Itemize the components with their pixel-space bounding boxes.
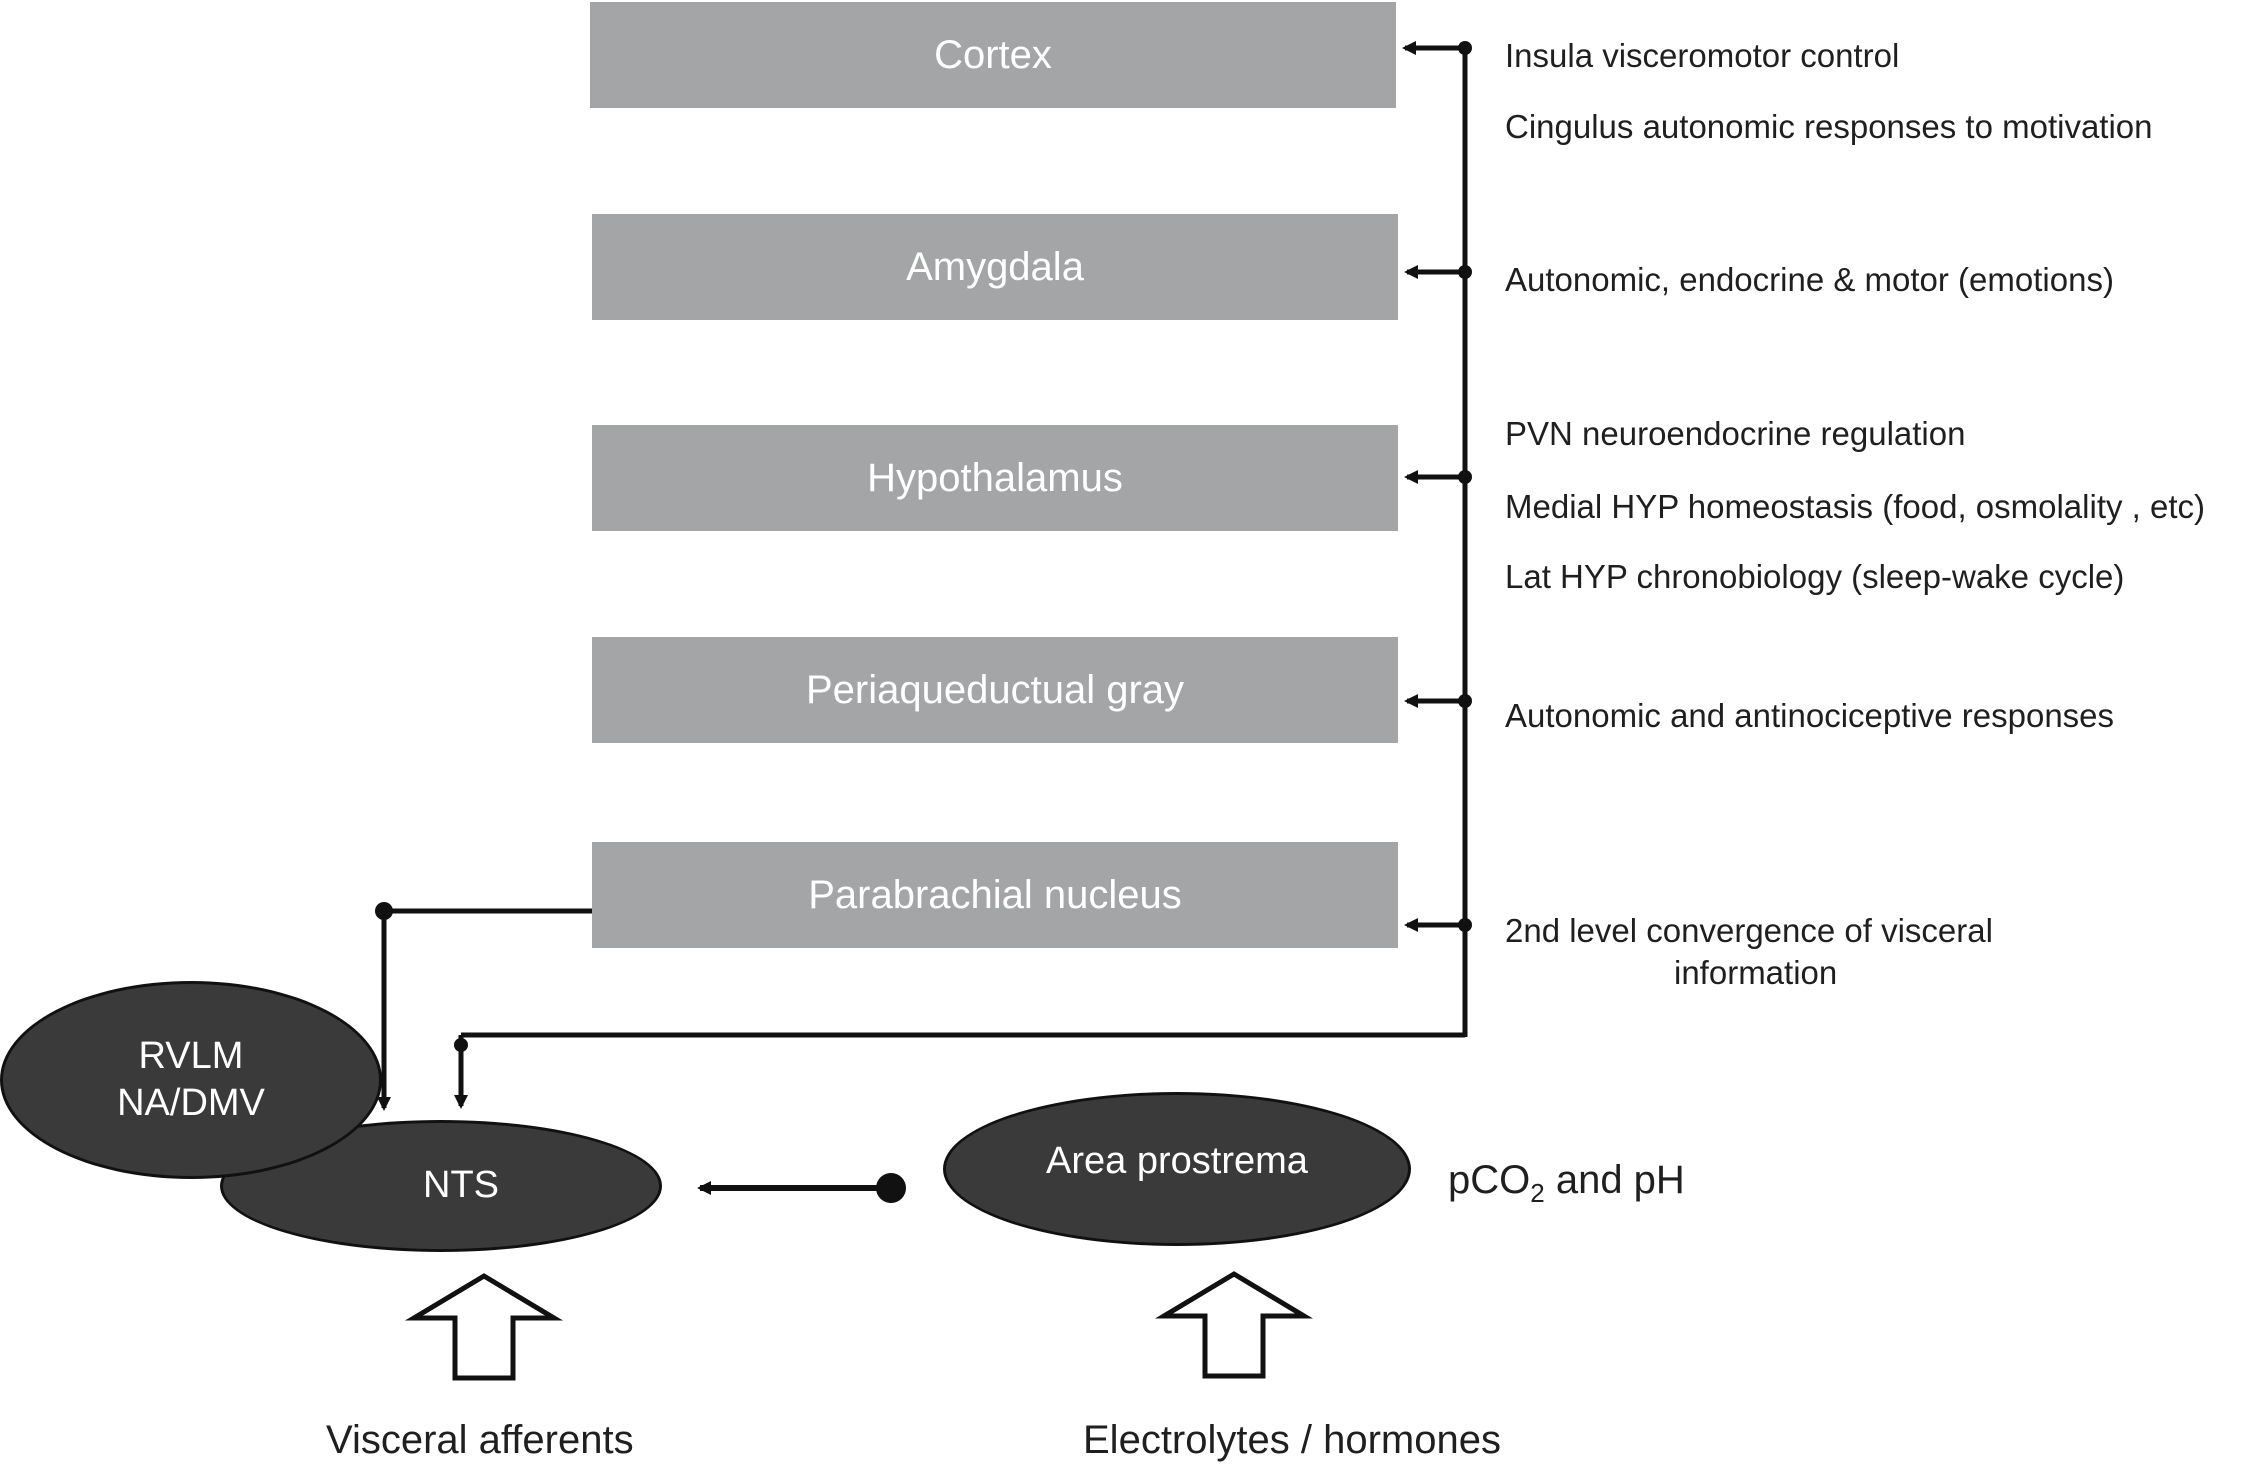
- note-pb-line2: information: [1674, 954, 1838, 991]
- visceral-afferents-caption: Visceral afferents: [326, 1418, 634, 1462]
- note-pb-line1: 2nd level convergence of visceral: [1505, 912, 1993, 949]
- pco2-subscript: 2: [1530, 1178, 1545, 1208]
- periaqueductal-gray-box: Periaqueductual gray: [592, 637, 1398, 743]
- note-pag: Autonomic and antinociceptive responses: [1505, 697, 2115, 734]
- hypothalamus-box: Hypothalamus: [592, 425, 1398, 531]
- na-dmv-label: NA/DMV: [117, 1082, 265, 1124]
- node-dot-amygdala: [1458, 265, 1472, 279]
- note-pvn: PVN neuroendocrine regulation: [1505, 415, 1966, 452]
- node-dot-ap: [876, 1173, 906, 1203]
- electrolytes-hormones-caption: Electrolytes / hormones: [1083, 1418, 1501, 1462]
- visceral-afferents-arrow: [404, 1273, 564, 1381]
- node-dot-cortex: [1458, 41, 1472, 55]
- note-cingulus: Cingulus autonomic responses to motivati…: [1505, 108, 2153, 145]
- rvlm-label: RVLM: [138, 1034, 244, 1077]
- node-dot-periaqueductal: [1458, 694, 1472, 708]
- note-medial-hyp: Medial HYP homeostasis (food, osmolality…: [1505, 488, 2206, 525]
- area-postrema-node: Area prostrema: [943, 1092, 1411, 1246]
- pco2-text: pCO: [1448, 1158, 1531, 1202]
- nts-label: NTS: [423, 1164, 499, 1207]
- area-postrema-label: Area prostrema: [1046, 1140, 1308, 1183]
- cortex-box: Cortex: [590, 2, 1396, 108]
- note-lat-hyp: Lat HYP chronobiology (sleep-wake cycle): [1505, 558, 2125, 595]
- ph-text: and pH: [1544, 1158, 1685, 1202]
- amygdala-box: Amygdala: [592, 214, 1398, 320]
- electrolytes-arrow: [1154, 1271, 1314, 1379]
- node-dot-parabrachial: [1458, 918, 1472, 932]
- rvlm-node: RVLM NA/DMV: [0, 981, 382, 1179]
- note-insula: Insula visceromotor control: [1505, 37, 1900, 74]
- parabrachial-nucleus-box: Parabrachial nucleus: [592, 842, 1398, 948]
- node-dot-nts-right: [454, 1038, 468, 1052]
- node-dot-hypothalamus: [1458, 470, 1472, 484]
- note-amygdala: Autonomic, endocrine & motor (emotions): [1505, 261, 2114, 298]
- pco2-ph-label: pCO2 and pH: [1448, 1158, 1685, 1209]
